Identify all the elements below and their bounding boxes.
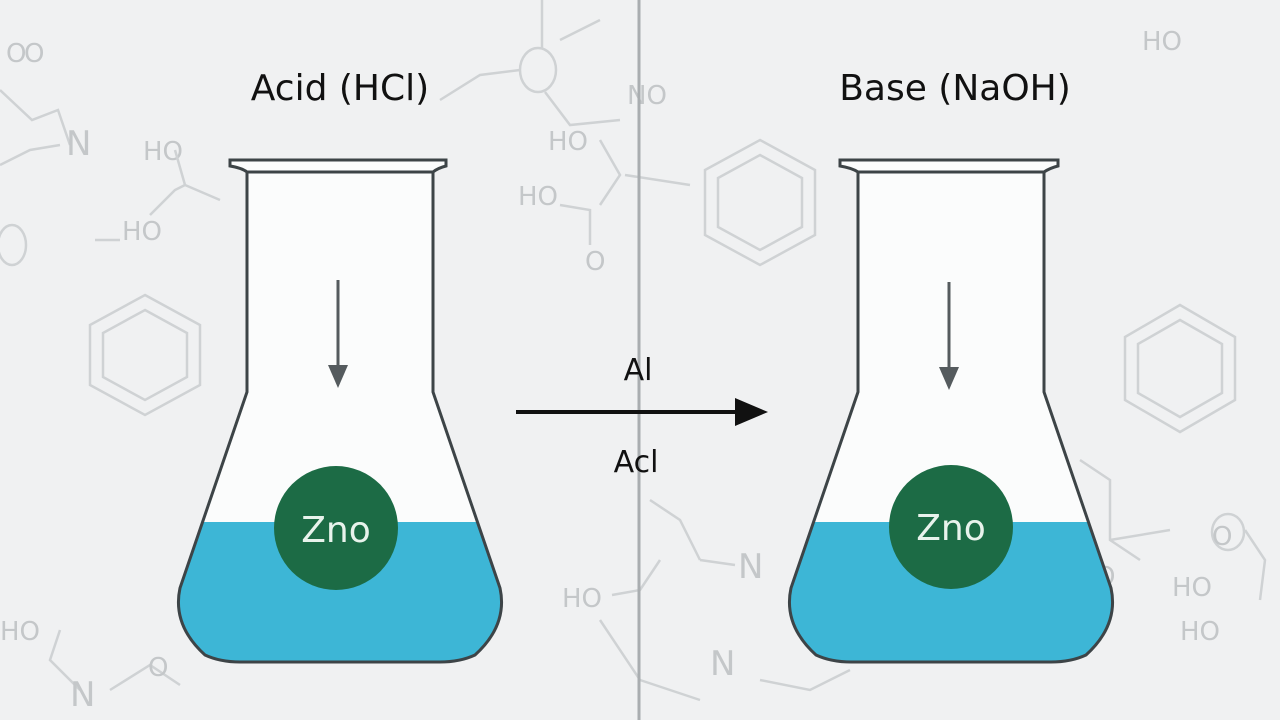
bg-label: N <box>710 644 735 684</box>
left-zno-particle <box>274 466 398 590</box>
left-flask <box>176 158 504 664</box>
bg-label: HO <box>122 217 162 247</box>
bg-label: HO <box>0 617 40 647</box>
right-flask-rim <box>838 158 1060 174</box>
left-panel: Acid (HCl) Zno <box>176 68 504 664</box>
bg-label: O <box>585 247 605 277</box>
bg-label: HO <box>1172 573 1212 603</box>
bg-label: HO <box>1142 27 1182 57</box>
bg-label: HO <box>143 137 183 167</box>
bg-label: N <box>70 675 95 715</box>
bg-label: O <box>24 39 44 69</box>
right-panel: Base (NaOH) Zno <box>787 68 1115 664</box>
right-flask <box>787 158 1115 664</box>
bg-label: HO <box>562 584 602 614</box>
bg-label: HO <box>1180 617 1220 647</box>
bg-label: O <box>1212 522 1232 552</box>
left-flask-rim <box>228 158 448 174</box>
reagent-below-label: Acl <box>614 445 659 480</box>
reagent-above-label: Al <box>624 353 653 388</box>
right-zno-label: Zno <box>916 508 986 549</box>
bg-label: N <box>738 547 763 587</box>
right-zno-particle <box>889 465 1013 589</box>
bg-label: HO <box>548 127 588 157</box>
bg-label: O <box>148 653 168 683</box>
bg-label: N <box>66 124 91 164</box>
left-zno-label: Zno <box>301 510 371 551</box>
benzene-ring-icon <box>1123 303 1237 434</box>
down-arrow-icon <box>939 282 959 390</box>
down-arrow-icon <box>328 280 348 388</box>
bg-label: NO <box>627 81 667 111</box>
bg-label: HO <box>518 182 558 212</box>
bg-label: O <box>6 39 26 69</box>
benzene-ring-icon <box>88 293 202 417</box>
reaction-arrow-group: Al Acl <box>516 353 768 480</box>
reaction-arrow-icon <box>516 398 768 426</box>
left-panel-title: Acid (HCl) <box>251 68 429 109</box>
right-panel-title: Base (NaOH) <box>839 68 1071 109</box>
